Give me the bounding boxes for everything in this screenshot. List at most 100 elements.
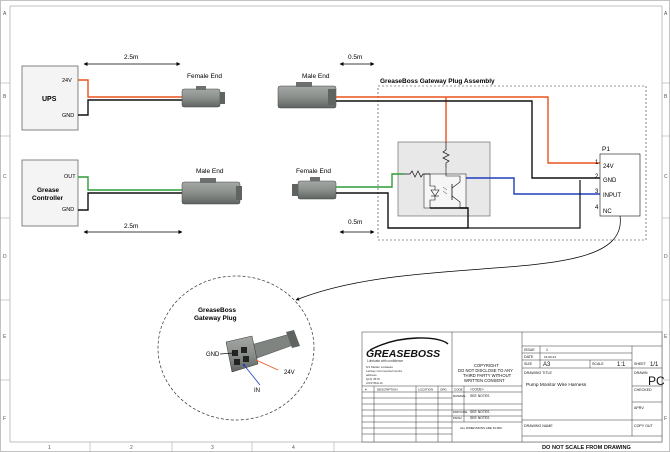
- dimension-lines: [83, 62, 375, 234]
- aprv-label: APRV.: [634, 406, 644, 410]
- copyright-notice: COPYRIGHT DO NOT DISCLOSE TO ANY THIRD P…: [458, 363, 513, 383]
- scale-label: SCALE: [592, 362, 604, 366]
- assembly-bottom-gnd: [468, 180, 581, 229]
- row-label-f: F: [3, 416, 6, 422]
- assembly-24v-wire: [336, 96, 600, 164]
- title-block: [361, 331, 663, 443]
- row-label-e-right: E: [664, 334, 668, 340]
- drawn-value: PC: [648, 374, 665, 388]
- date-label: DATE: [524, 355, 534, 359]
- resistor-vertical: [442, 142, 450, 168]
- do-not-scale-footer: DO NOT SCALE FROM DRAWING: [542, 445, 631, 451]
- grease-label-line2: Controller: [32, 195, 64, 202]
- assembly-bottom-length: 0.5m: [348, 219, 362, 226]
- address-line-2: Lebsay Commercial Centre: [366, 369, 403, 373]
- rev-header-code: CODE: [454, 388, 463, 392]
- row-label-f-right: F: [664, 416, 667, 422]
- grease-gnd-wire: [78, 192, 182, 211]
- detail-callout-arrow: [295, 215, 621, 301]
- rev-header-org: ORG: [440, 388, 448, 392]
- copyright-line-4: WRITTEN CONSENT: [464, 378, 505, 383]
- row-label-b-right: B: [664, 94, 668, 100]
- p1-pin1-num: 1: [595, 160, 599, 166]
- drawn-label: DRAWN: [634, 371, 648, 375]
- p1-pin4-num: 4: [595, 205, 599, 211]
- material-value: SEE NOTES: [470, 394, 490, 398]
- p1-connector: P1 1 24V 2 GND 3 INPUT 4 NC: [595, 146, 641, 217]
- rev-header-num: #: [365, 388, 367, 392]
- row-label-c: C: [3, 174, 7, 180]
- detail-gnd-label: GND: [206, 352, 220, 358]
- dimensions-note: ALL DIMENSIONS ARE IN MM: [460, 426, 502, 430]
- drawing-title-label: DRAWING TITLE: [524, 371, 553, 375]
- grease-cable-length: 2.5m: [124, 223, 138, 230]
- finish-value: SEE NOTES: [470, 416, 490, 420]
- grease-pin-out: OUT: [64, 174, 76, 180]
- p1-label: P1: [602, 146, 610, 153]
- p1-pin3-num: 3: [595, 189, 599, 195]
- col-label-4: 4: [292, 445, 295, 451]
- rev-header-location: LOCATION: [418, 388, 433, 392]
- copyright-line-3: THIRD PARTY WITHOUT: [463, 373, 512, 378]
- ups-24v-wire: [78, 79, 182, 98]
- assembly-signal-wire: [336, 173, 404, 188]
- row-label-e: E: [3, 334, 7, 340]
- grease-out-wire: [78, 176, 182, 191]
- row-label-c-right: C: [664, 174, 668, 180]
- copyright-line-2: DO NOT DISCLOSE TO ANY: [458, 368, 513, 373]
- assembly-top-connector-label: Male End: [302, 73, 330, 80]
- ups-cable-length: 2.5m: [124, 54, 138, 61]
- ups-connector-label: Female End: [187, 73, 222, 80]
- copy-out-label: COPY OUT: [634, 424, 654, 428]
- address-line-5: AUSTRALIA: [366, 381, 383, 385]
- ups-gnd-wire: [78, 99, 182, 116]
- grease-label-line1: Grease: [37, 187, 59, 194]
- detail-title-line2: Gateway Plug: [194, 315, 237, 322]
- scale-value: 1:1: [617, 362, 626, 368]
- rev-header-description: DESCRIPTION: [377, 388, 398, 392]
- detail-in-label: IN: [254, 388, 260, 394]
- address-line-4: QLD 4570: [366, 377, 380, 381]
- material-label: MATERIAL: [453, 394, 466, 398]
- p1-pin1-label: 24V: [603, 164, 614, 170]
- grease-male-connector: [181, 178, 242, 205]
- p1-pin3-label: INPUT: [603, 193, 621, 199]
- material-fields: <CODE> MATERIAL SEE NOTES PARTCODE SEE N…: [453, 388, 502, 431]
- assembly-boundary: [377, 85, 647, 241]
- row-label-b: B: [3, 94, 7, 100]
- p1-pin2-label: GND: [603, 178, 617, 184]
- revision-headers: # DESCRIPTION LOCATION ORG CODE: [365, 388, 463, 392]
- col-label-2: 2: [130, 445, 133, 451]
- code-value: <CODE>: [470, 388, 484, 392]
- ups-pin-24v: 24V: [62, 78, 72, 84]
- resistor-horizontal: [404, 170, 430, 178]
- col-label-1: 1: [48, 445, 51, 451]
- address-line-1: 6/1 Metlan Lodawas: [366, 365, 393, 369]
- assembly-top-length: 0.5m: [348, 54, 362, 61]
- optocoupler-module: [397, 141, 491, 217]
- assembly-input-wire: [466, 177, 600, 195]
- detail-title-line1: GreaseBoss: [198, 307, 236, 314]
- p1-pin4-label: NC: [603, 209, 612, 215]
- col-label-3: 3: [211, 445, 214, 451]
- partcode-label: PARTCODE: [453, 410, 467, 414]
- detail-24v-label: 24V: [284, 370, 295, 376]
- logo-text: GREASEBOSS: [366, 348, 440, 360]
- sheet-value: 1/1: [650, 362, 659, 368]
- assembly-gnd-wire: [336, 100, 600, 179]
- p1-pin2-num: 2: [595, 174, 599, 180]
- date-value: 16-06-23: [544, 355, 556, 359]
- assembly-female-connector: [292, 177, 337, 200]
- issue-value: 1: [546, 348, 548, 352]
- size-label: SIZE: [524, 362, 533, 366]
- sheet-info: ISSUE 1 DATE 16-06-23 SIZE A3 SCALE 1:1 …: [524, 348, 665, 451]
- drawing-title-value: Pump Monitor Wire Harness: [526, 382, 587, 388]
- grease-pin-gnd: GND: [62, 207, 74, 213]
- logo-tagline: Lubricate with confidence: [367, 359, 403, 363]
- size-value: A3: [543, 362, 551, 368]
- detail-view: GreaseBoss Gateway Plug GND 24V IN: [157, 275, 315, 421]
- checked-label: CHECKED: [634, 388, 652, 392]
- copyright-line-1: COPYRIGHT: [474, 363, 499, 368]
- assembly-male-connector: [277, 82, 337, 109]
